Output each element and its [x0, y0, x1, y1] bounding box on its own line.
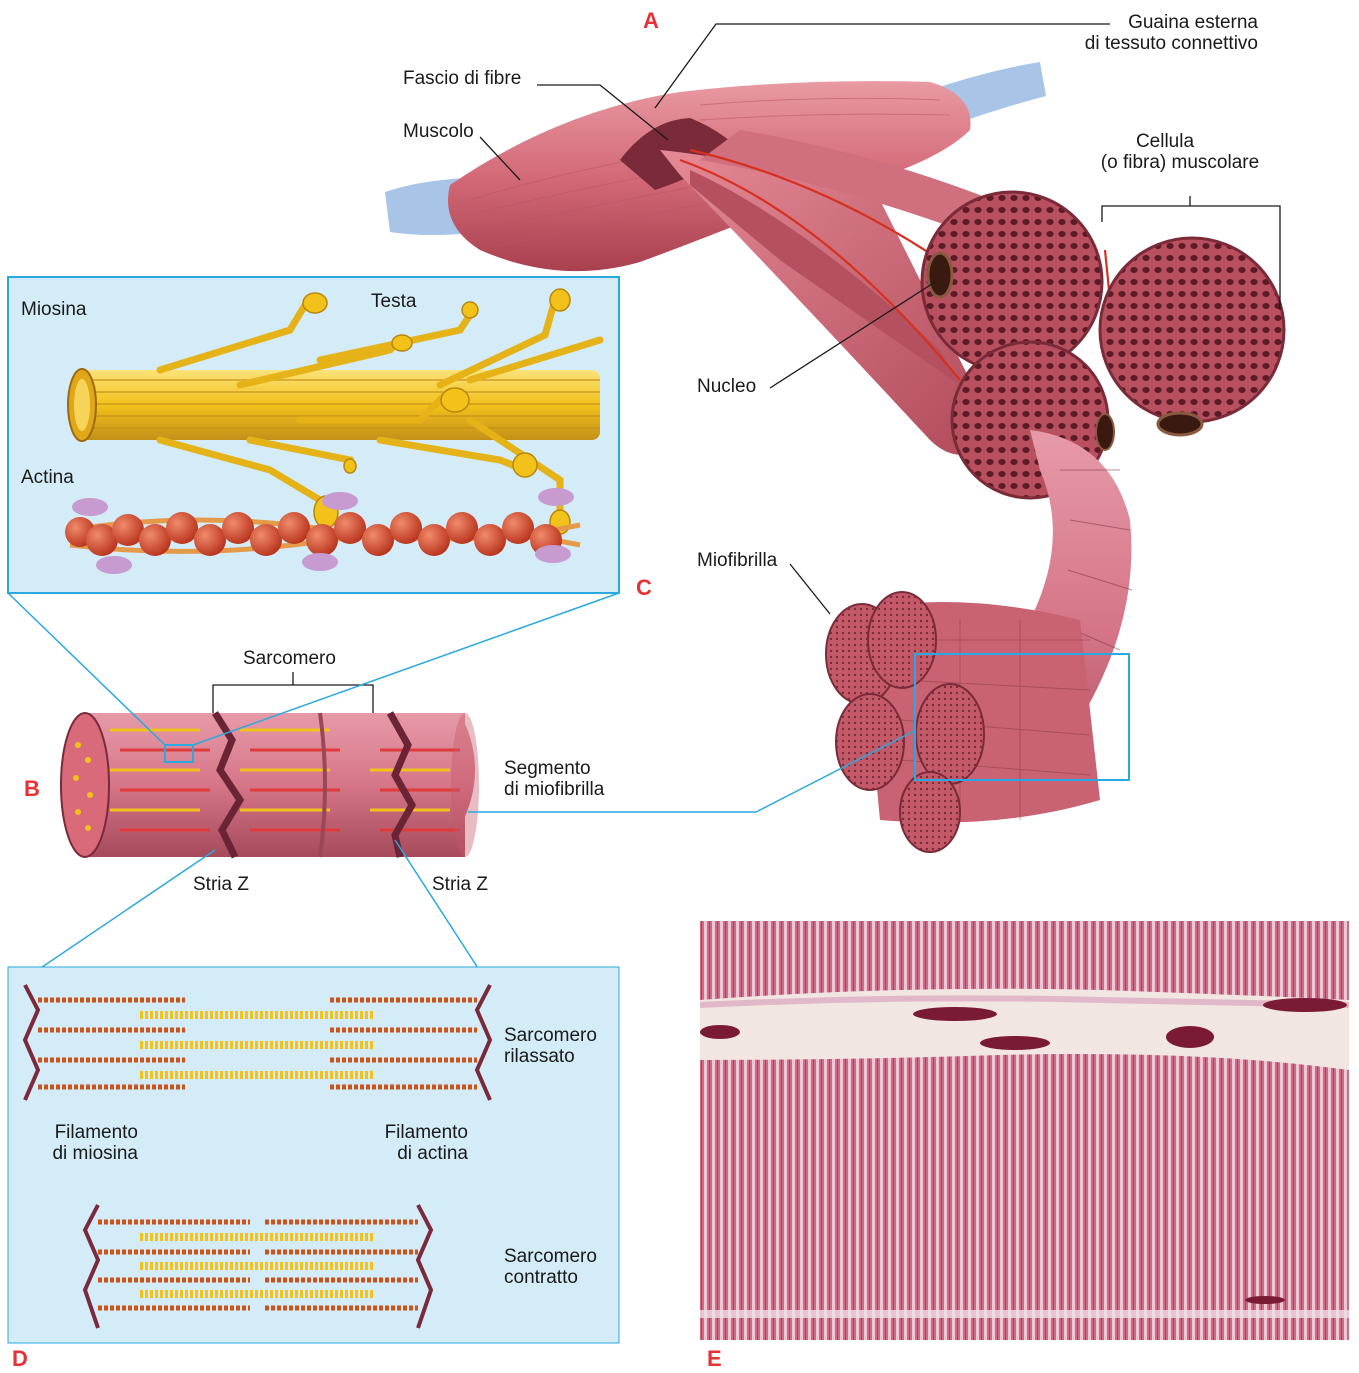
nucleus-3 [1096, 414, 1114, 450]
nucleus-2 [1158, 413, 1202, 435]
label-sarcomero: Sarcomero [243, 648, 336, 669]
panel-e-micrograph [700, 921, 1349, 1340]
label-contratto-line1: Sarcomero [504, 1246, 597, 1267]
nucleus-1 [928, 253, 952, 297]
myofibril-end-5 [900, 772, 960, 852]
label-segmento: Segmento di miofibrilla [504, 758, 604, 800]
panel-label-b: B [24, 776, 40, 802]
label-stria-z-left: Stria Z [193, 874, 249, 895]
label-segmento-line2: di miofibrilla [504, 779, 604, 800]
label-actina: Actina [21, 467, 74, 488]
panel-c-filaments [8, 277, 619, 593]
label-cellula-line1: Cellula [1050, 131, 1280, 152]
label-fil-miosina-line1: Filamento [20, 1122, 138, 1143]
panel-label-d: D [12, 1346, 28, 1372]
label-guaina-line2: di tessuto connettivo [1050, 33, 1258, 54]
fiber-section-2 [1100, 238, 1284, 422]
label-filamento-actina: Filamento di actina [372, 1122, 468, 1164]
label-testa: Testa [371, 291, 416, 312]
label-miosina: Miosina [21, 299, 86, 320]
label-segmento-line1: Segmento [504, 758, 604, 779]
label-muscolo: Muscolo [403, 121, 474, 142]
label-nucleo: Nucleo [697, 376, 756, 397]
myofibril-end-4 [916, 684, 984, 784]
label-rilassato-line1: Sarcomero [504, 1025, 597, 1046]
label-fil-miosina-line2: di miosina [20, 1143, 138, 1164]
panel-label-e: E [707, 1346, 722, 1372]
panel-label-a: A [643, 8, 659, 34]
label-fascio: Fascio di fibre [403, 68, 521, 89]
label-fil-actina-line2: di actina [372, 1143, 468, 1164]
label-guaina-line1: Guaina esterna [1050, 12, 1258, 33]
label-guaina: Guaina esterna di tessuto connettivo [1050, 12, 1258, 54]
label-sarcomero-contratto: Sarcomero contratto [504, 1246, 597, 1288]
label-contratto-line2: contratto [504, 1267, 597, 1288]
label-cellula-line2: (o fibra) muscolare [1080, 152, 1280, 173]
panel-label-c: C [636, 575, 652, 601]
label-stria-z-right: Stria Z [432, 874, 488, 895]
label-fil-actina-line1: Filamento [372, 1122, 468, 1143]
panel-b-myofibril-segment [61, 713, 479, 857]
label-rilassato-line2: rilassato [504, 1046, 597, 1067]
myofibril-end-2 [868, 592, 936, 688]
label-sarcomero-rilassato: Sarcomero rilassato [504, 1025, 597, 1067]
label-filamento-miosina: Filamento di miosina [20, 1122, 138, 1164]
label-cellula: Cellula (o fibra) muscolare [1080, 131, 1280, 173]
label-miofibrilla: Miofibrilla [697, 550, 777, 571]
